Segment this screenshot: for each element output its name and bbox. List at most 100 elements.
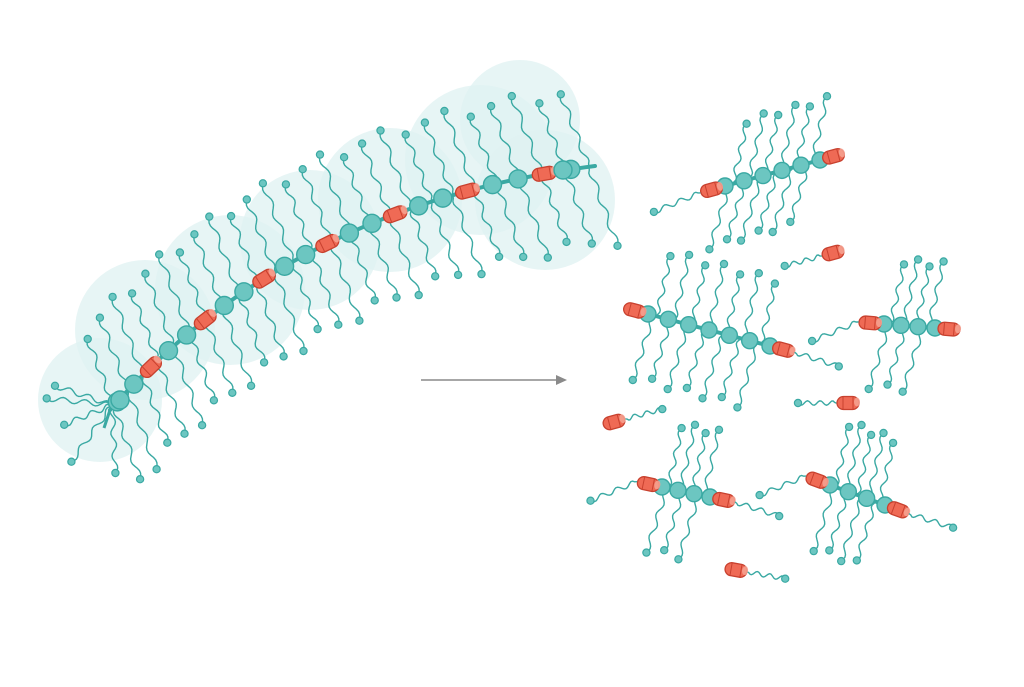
end-bead (925, 262, 934, 271)
side-chain-line (889, 263, 905, 326)
linker-ring (726, 494, 731, 507)
free-linker-fragment (793, 395, 860, 411)
side-chain-line (193, 233, 224, 308)
side-chain-line (127, 389, 158, 470)
end-bead (888, 438, 898, 448)
linker-ring (265, 270, 273, 281)
side-chain-line (760, 282, 776, 345)
side-chain-line (679, 424, 696, 492)
end-bead (175, 248, 185, 257)
side-chain (649, 191, 701, 217)
backbone-bead (892, 316, 910, 335)
side-chain (127, 389, 161, 474)
side-chain-line (789, 162, 810, 223)
end-bead (298, 164, 307, 174)
side-chain-line (130, 292, 159, 362)
linker-ring (318, 240, 325, 252)
linker-highlight (822, 477, 829, 487)
side-chain-line (588, 166, 619, 247)
side-chain (834, 422, 854, 488)
linker-ring (864, 316, 866, 329)
side-chain-line (221, 306, 253, 387)
side-chain (226, 211, 259, 284)
side-chain-line (144, 273, 175, 347)
fragment-mid-right (807, 255, 962, 396)
end-bead (519, 252, 528, 262)
cleavable-linker (822, 147, 846, 165)
free-linker-fragment (724, 562, 790, 583)
cleavable-linker (454, 182, 480, 200)
side-chain (127, 289, 159, 362)
linker-ring (196, 318, 205, 329)
side-chain (156, 359, 189, 438)
side-chain (430, 200, 463, 280)
side-chain-line (927, 260, 945, 329)
backbone-bead (214, 295, 234, 316)
linker-highlight (473, 183, 480, 192)
side-chain (221, 306, 256, 390)
end-bead (786, 217, 795, 227)
side-chain-line (703, 429, 720, 497)
end-bead (834, 362, 844, 371)
end-bead (42, 394, 51, 403)
right-arrow-icon (421, 375, 567, 385)
side-chain (679, 420, 700, 492)
side-chain-line (811, 95, 828, 163)
end-bead (755, 490, 764, 500)
side-chain-line (301, 168, 332, 243)
linker-highlight (400, 205, 408, 215)
free-linker-fragment (602, 404, 667, 431)
side-chain (518, 178, 553, 262)
side-chain-line (518, 178, 550, 259)
end-bead (228, 388, 237, 397)
end-bead (141, 269, 150, 278)
cleavable-linker (315, 233, 340, 254)
side-chain-line (423, 121, 454, 196)
side-chain-line (238, 294, 266, 364)
end-bead (401, 130, 410, 139)
side-chain-line (261, 182, 294, 263)
side-chain (663, 323, 689, 394)
side-chain (564, 169, 597, 248)
end-bead (948, 523, 958, 532)
end-bead (647, 374, 657, 383)
end-bead (809, 546, 818, 556)
side-chain-line (63, 403, 113, 427)
end-bead (719, 259, 729, 269)
side-chain (242, 195, 276, 273)
side-chain (747, 570, 790, 583)
side-chain (732, 119, 751, 185)
linker-ring (255, 276, 263, 288)
end-bead (642, 548, 651, 557)
linker-ring (809, 472, 815, 485)
side-chain (811, 91, 832, 163)
end-bead (684, 250, 694, 260)
side-chain-line (112, 405, 142, 480)
side-chain (856, 430, 876, 496)
end-bead (660, 546, 669, 555)
side-chain-line (736, 342, 759, 409)
arrow-head (556, 375, 567, 385)
side-chain (889, 260, 909, 326)
side-chain-line (708, 184, 731, 250)
linker-highlight (854, 397, 860, 407)
side-chain-line (663, 490, 684, 551)
cleavable-linker (139, 355, 163, 379)
end-bead (152, 465, 161, 474)
side-chain (642, 487, 668, 557)
side-chain (908, 513, 958, 532)
side-chain (673, 250, 694, 322)
end-bead (781, 574, 790, 583)
end-bead (108, 292, 117, 302)
end-bead (95, 313, 105, 322)
end-bead (315, 150, 325, 159)
backbone-bead (754, 166, 772, 185)
backbone-bead (659, 310, 678, 329)
end-bead (898, 387, 907, 396)
side-chain (674, 494, 700, 564)
end-bead (259, 358, 269, 367)
end-bead (313, 324, 322, 334)
side-chain (507, 91, 543, 175)
end-bead (494, 252, 504, 261)
